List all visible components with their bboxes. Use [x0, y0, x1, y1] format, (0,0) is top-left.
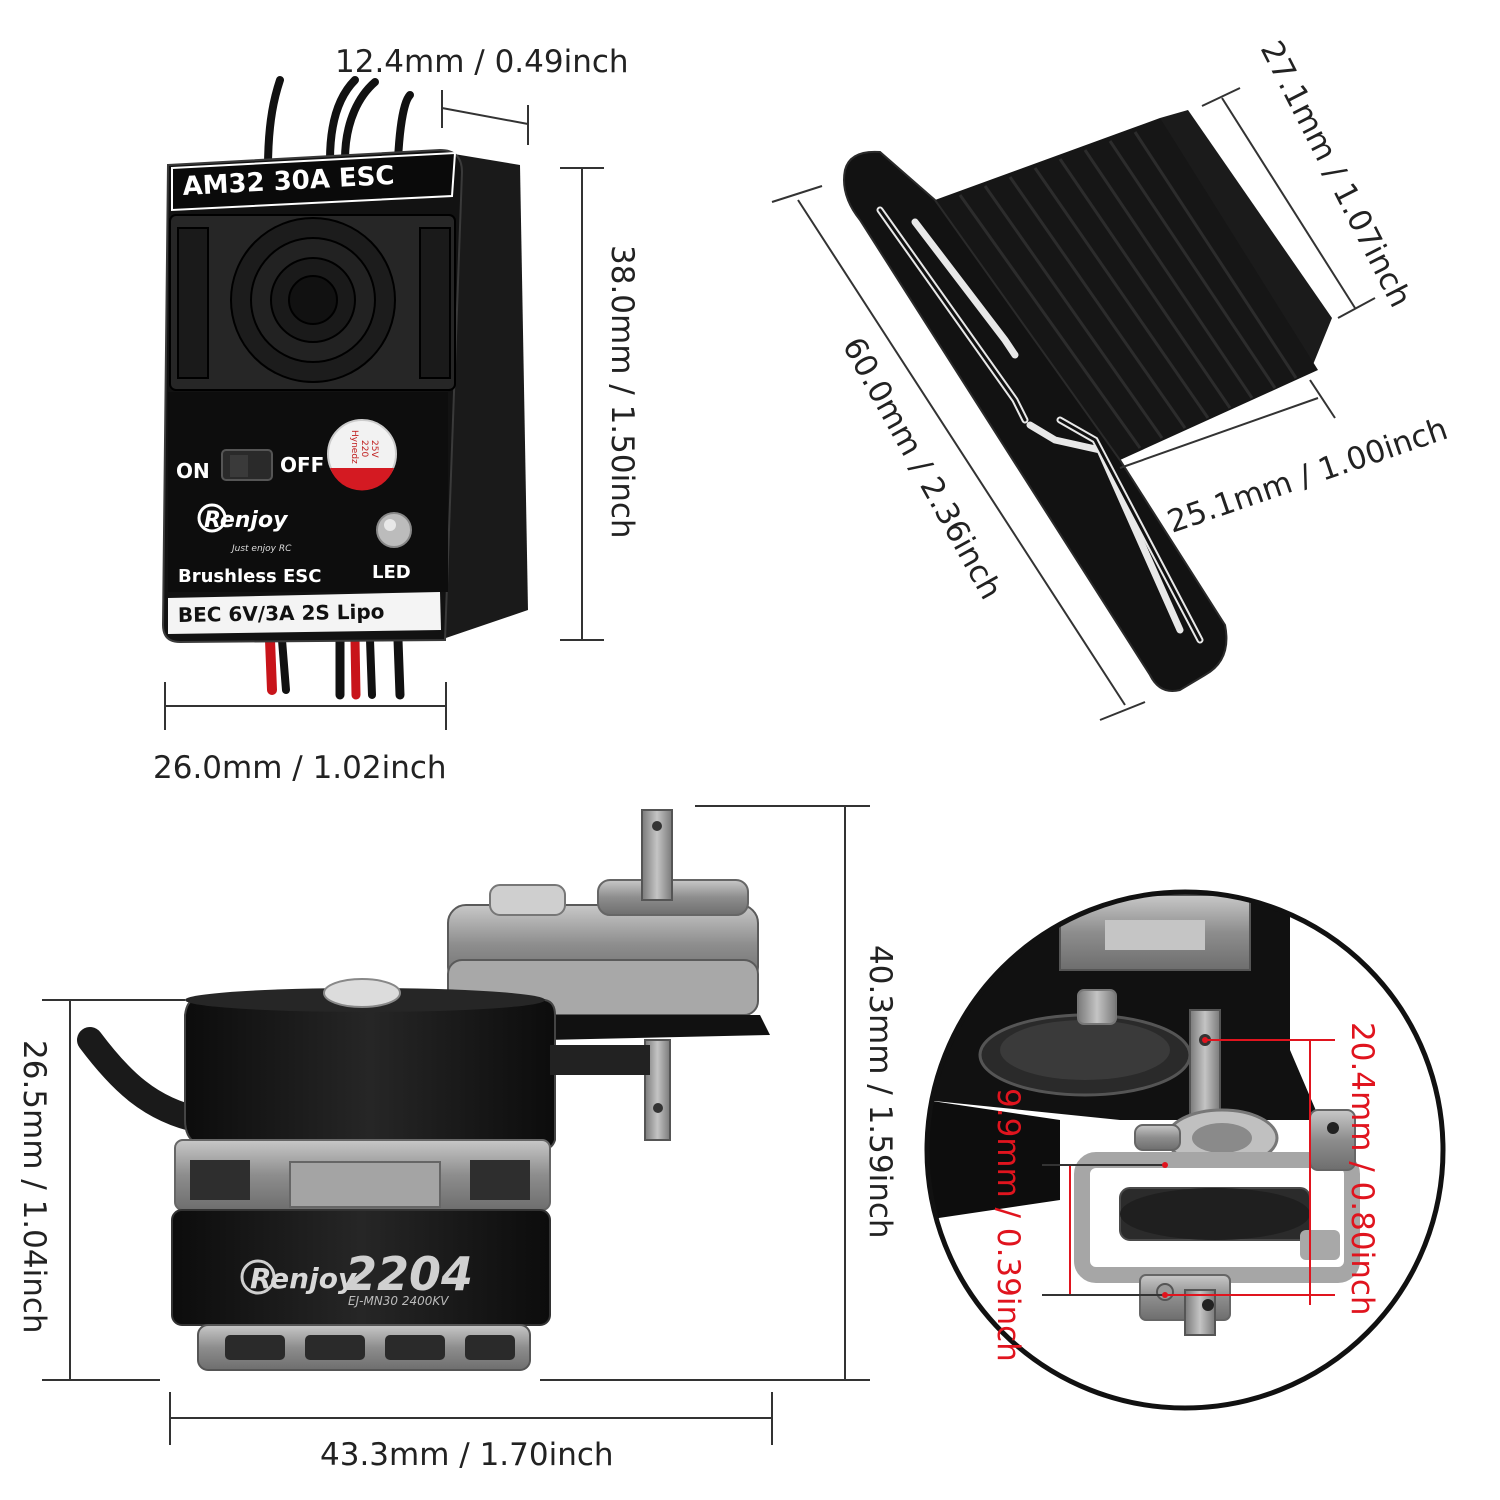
motor-sub-label: EJ-MN30 2400KV: [348, 1294, 449, 1308]
esc-face: [168, 392, 448, 592]
motor-height-label: 26.5mm / 1.04inch: [16, 1040, 52, 1334]
gearbox-detail-inset: 20.4mm / 0.80inch 9.9mm / 0.39inch: [924, 889, 1446, 1411]
motor-model: 2204: [345, 1247, 473, 1301]
shaft-hole-icon: [652, 821, 662, 831]
esc-unit: AM32 30A ESC ON OFF Hynedz 220 25V: [161, 76, 528, 700]
esc-switch-knob: [230, 455, 248, 477]
esc-capacitor: Hynedz 220 25V: [327, 419, 397, 491]
esc-led-highlight: [384, 519, 396, 531]
shaft-spacing-small-label: 9.9mm / 0.39inch: [990, 1088, 1026, 1362]
esc-heatsink: [169, 214, 456, 391]
motor-gearbox-width-label: 43.3mm / 1.70inch: [320, 1437, 614, 1473]
motor-brand: Renjoy: [250, 1262, 358, 1295]
capacitor-brand: Hynedz: [349, 430, 359, 464]
bracket-ribs: [958, 131, 1298, 449]
esc-led-indicator: [376, 512, 412, 548]
bracket-base: [935, 118, 1318, 460]
detail-measure-lines: [1042, 1039, 1335, 1305]
esc-width-label: 26.0mm / 1.02inch: [153, 750, 447, 786]
esc-thickness-label: 12.4mm / 0.49inch: [335, 44, 629, 80]
gearbox-plate: [545, 1015, 770, 1040]
esc-brand: Renjoy: [204, 508, 289, 533]
detail-circle-border: [924, 889, 1446, 1411]
capacitor-value: 220: [359, 440, 369, 457]
motor-gearbox-height-label: 40.3mm / 1.59inch: [862, 945, 898, 1239]
lock-nut: [1077, 989, 1117, 1025]
bracket-width-label: 25.1mm / 1.00inch: [1163, 411, 1452, 541]
esc-top-wires: [264, 76, 414, 172]
esc-brand-logo: Renjoy Just enjoy RC: [197, 503, 292, 554]
esc-switch-off-label: OFF: [280, 453, 324, 477]
motor-belt: [550, 1045, 650, 1075]
esc-spec-plate: [168, 592, 441, 634]
esc-height-label: 38.0mm / 1.50inch: [604, 245, 640, 539]
esc-bottom-wires: [265, 635, 405, 700]
esc-dimension-lines: [164, 90, 604, 730]
motor-cap-screw: [323, 978, 401, 1008]
gearbox-output-shaft-bottom: [644, 1039, 671, 1141]
motor-cap: [184, 999, 556, 1152]
esc-led-label: LED: [372, 562, 411, 583]
bracket-arm: [843, 150, 1228, 692]
esc-switch-on-label: ON: [176, 459, 210, 483]
esc-title-plate: [171, 151, 457, 212]
capacitor-voltage: 25V: [369, 440, 379, 458]
esc-spec: BEC 6V/3A 2S Lipo: [178, 599, 385, 627]
motor-logo-icon: [240, 1259, 276, 1295]
mount-bracket: [843, 110, 1332, 692]
bracket-dimension-lines: [771, 87, 1376, 721]
motor-wire: [77, 1027, 213, 1133]
motor-dimension-lines: [42, 805, 870, 1445]
motor-gearbox-assembly: Renjoy 2204 EJ-MN30 2400KV: [77, 809, 770, 1371]
esc-type-label: Brushless ESC: [178, 566, 321, 587]
esc-tagline: Just enjoy RC: [230, 544, 292, 554]
shaft-spacing-large-label: 20.4mm / 0.80inch: [1344, 1022, 1380, 1316]
